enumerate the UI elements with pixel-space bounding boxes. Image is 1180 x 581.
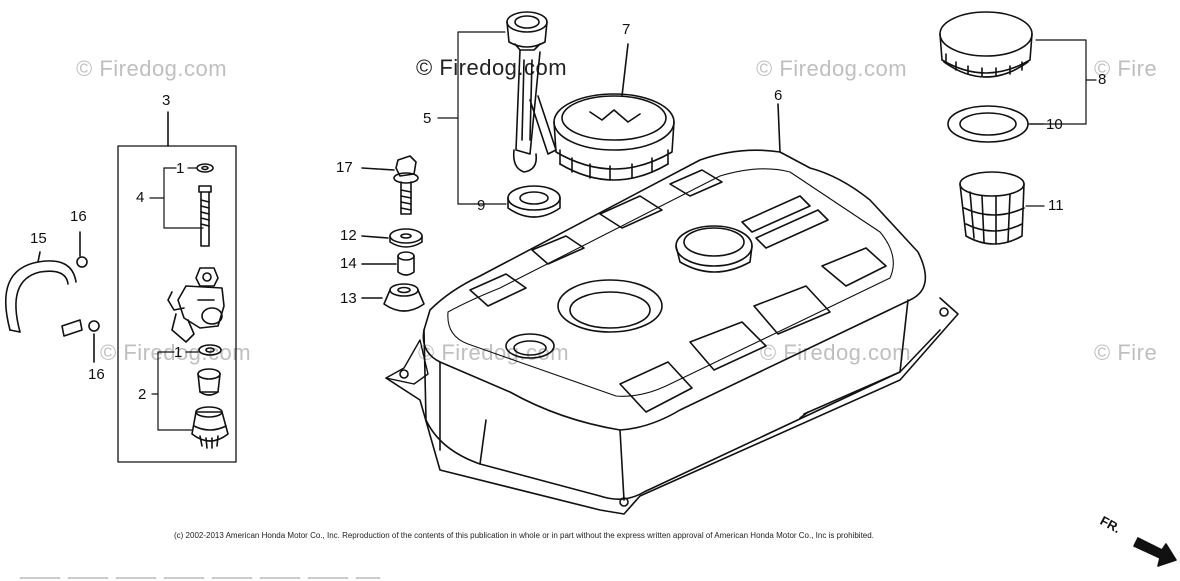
- fuel-cock-screw: [196, 163, 214, 247]
- callout-number: 8: [1098, 71, 1107, 88]
- callout-number: 5: [423, 110, 432, 127]
- front-direction-arrow: [1133, 537, 1177, 567]
- callout-number: 16: [88, 366, 105, 383]
- callout-lines-cock: [149, 167, 204, 431]
- callout-number: 6: [774, 87, 783, 104]
- fuel-gauge: [506, 11, 557, 173]
- cap-seal: [947, 105, 1029, 143]
- watermark: © Firedog.com: [756, 56, 908, 81]
- watermark: © Firedog.com: [760, 340, 912, 365]
- callout-number: 1: [174, 344, 183, 361]
- washer-lower: [198, 344, 222, 356]
- callout-number: 1: [176, 160, 185, 177]
- watermark: © Fire: [1094, 56, 1158, 81]
- callout-number: 15: [30, 230, 47, 247]
- watermark: © Firedog.com: [100, 340, 252, 365]
- fuel-filter-cup: [191, 368, 229, 449]
- callout-lines-cap: [1025, 39, 1097, 207]
- fuel-strainer: [959, 171, 1025, 245]
- callout-number: 9: [477, 197, 486, 214]
- callout-number: 11: [1048, 197, 1064, 214]
- fuel-tank: [385, 103, 959, 515]
- watermark: © Fire: [1094, 340, 1158, 365]
- callout-number: 4: [136, 189, 145, 206]
- mounting-grommet: [361, 283, 425, 312]
- fuel-filler-cap: [939, 11, 1033, 78]
- watermark: © Firedog.com: [416, 55, 568, 80]
- mounting-collar: [361, 251, 415, 276]
- callout-lines-gauge: [437, 31, 507, 205]
- callout-number: 17: [336, 159, 353, 176]
- fuel-hose: [5, 251, 83, 337]
- callout-number: 12: [340, 227, 357, 244]
- gauge-cover: [553, 43, 675, 181]
- callout-number: 7: [622, 21, 631, 38]
- callout-number: 2: [138, 386, 147, 403]
- callout-number: 13: [340, 290, 357, 307]
- callout-number: 3: [162, 92, 171, 109]
- gauge-packing: [507, 185, 561, 218]
- fuel-cock-group-frame: [117, 111, 237, 463]
- hose-clip: [76, 231, 100, 363]
- callout-number: 10: [1046, 116, 1063, 133]
- callout-number: 14: [340, 255, 357, 272]
- copyright-notice: (c) 2002-2013 American Honda Motor Co., …: [174, 531, 874, 540]
- mounting-bolt: [361, 155, 419, 215]
- fuel-cock-body: [167, 267, 225, 343]
- watermark: © Firedog.com: [76, 56, 228, 81]
- collar-washer: [361, 228, 423, 248]
- callout-number: 16: [70, 208, 87, 225]
